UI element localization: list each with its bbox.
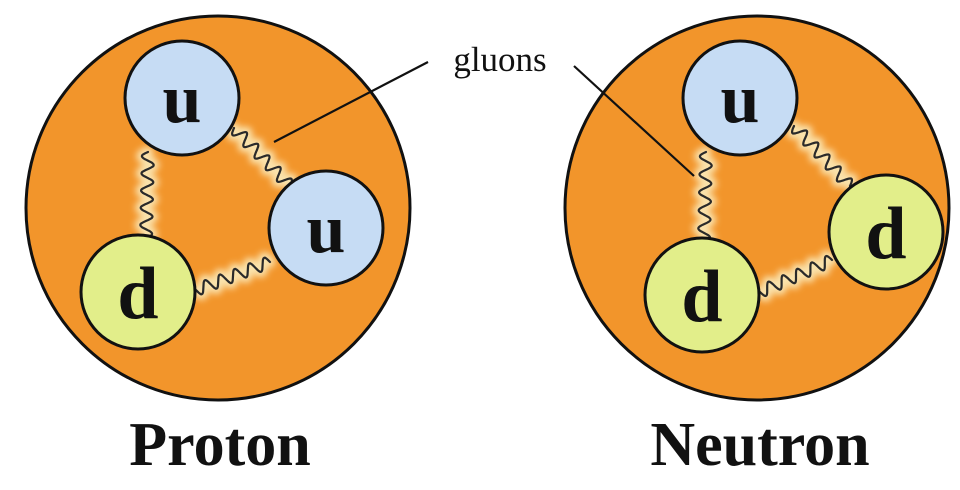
- quark-symbol: u: [721, 61, 760, 138]
- gluons-label: gluons: [420, 38, 580, 82]
- neutron-quark-3: d: [645, 238, 759, 352]
- quark-symbol: d: [865, 193, 906, 275]
- quark-symbol: d: [117, 253, 158, 335]
- proton-quark-1: u: [125, 41, 239, 155]
- quark-symbol: u: [307, 191, 346, 268]
- neutron-quark-1: u: [683, 41, 797, 155]
- quark-symbol: u: [163, 61, 202, 138]
- proton-diagram: u u d: [26, 16, 410, 400]
- proton-quark-2: u: [269, 171, 383, 285]
- neutron-diagram: u d d: [565, 16, 949, 400]
- proton-quark-3: d: [81, 235, 195, 349]
- neutron-label: Neutron: [590, 405, 930, 485]
- neutron-quark-2: d: [829, 175, 943, 289]
- proton-label: Proton: [60, 405, 380, 485]
- quark-symbol: d: [681, 256, 722, 338]
